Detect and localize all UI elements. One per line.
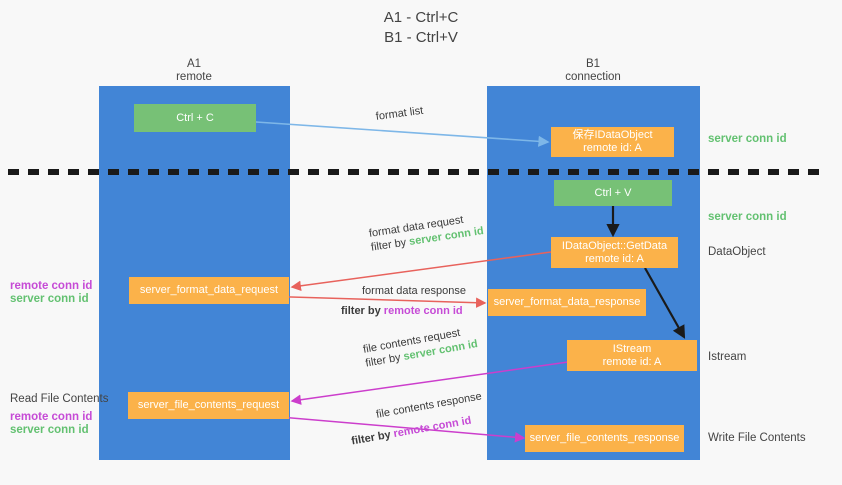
left-label-server-conn-id-1: server conn id — [10, 293, 89, 305]
right-label-istream: Istream — [708, 351, 747, 363]
node-ctrl-v[interactable]: Ctrl + V — [554, 180, 672, 206]
right-label-server-conn-id-1: server conn id — [708, 133, 787, 145]
arrow-label-format-list-text: format list — [375, 104, 424, 123]
node-ctrl-v-label: Ctrl + V — [594, 186, 632, 199]
page-title: A1 - Ctrl+C B1 - Ctrl+V — [0, 8, 842, 48]
node-idataobject-title: 保存IDataObject — [572, 129, 653, 141]
node-ctrl-c-label: Ctrl + C — [176, 111, 214, 124]
column-header-a1-sub: remote — [176, 71, 212, 83]
left-label-read-file-contents: Read File Contents — [10, 393, 109, 405]
right-label-write-file-contents: Write File Contents — [708, 432, 806, 444]
node-server-format-data-request-label: server_format_data_request — [139, 284, 279, 296]
right-label-dataobject: DataObject — [708, 246, 766, 258]
node-istream-title: IStream — [612, 342, 652, 355]
node-ctrl-c[interactable]: Ctrl + C — [134, 104, 256, 132]
column-header-b1-name: B1 — [585, 58, 601, 70]
title-line-1: A1 - Ctrl+C — [383, 9, 459, 26]
filter-prefix: filter by — [341, 305, 384, 317]
node-idataobject-getdata[interactable]: IDataObject::GetData remote id: A — [551, 237, 678, 268]
title-line-2: B1 - Ctrl+V — [384, 29, 458, 46]
arrow-label-file-contents-response-filter: filter by remote conn id — [350, 411, 486, 448]
node-server-format-data-response-label: server_format_data_response — [493, 296, 641, 308]
filter-prefix: filter by — [350, 428, 395, 448]
node-istream[interactable]: IStream remote id: A — [567, 340, 697, 371]
node-getdata-sub: remote id: A — [585, 252, 644, 265]
arrow-label-format-list: format list — [375, 104, 424, 124]
arrow-label-format-data-response: format data response filter by remote co… — [341, 284, 466, 318]
node-server-file-contents-request[interactable]: server_file_contents_request — [128, 392, 289, 419]
node-server-format-data-request[interactable]: server_format_data_request — [129, 277, 289, 304]
column-header-a1: A1 remote — [139, 58, 249, 84]
column-header-a1-name: A1 — [186, 58, 202, 70]
left-label-server-conn-id-2: server conn id — [10, 424, 89, 436]
node-idataobject-sub: remote id: A — [583, 142, 642, 154]
left-label-remote-conn-id-2: remote conn id — [10, 411, 93, 423]
filter-value-remote-conn-id: remote conn id — [392, 414, 473, 441]
arrow-label-format-data-request: format data request filter by server con… — [368, 210, 485, 255]
right-label-server-conn-id-2: server conn id — [708, 211, 787, 223]
node-server-format-data-response[interactable]: server_format_data_response — [488, 289, 646, 316]
arrow-label-file-contents-response: file contents response filter by remote … — [350, 389, 487, 447]
node-idataobject[interactable]: 保存IDataObject remote id: A — [551, 127, 674, 157]
arrow-label-file-contents-request: file contents request filter by server c… — [362, 323, 479, 370]
column-header-b1-sub: connection — [565, 71, 621, 83]
left-label-remote-conn-id-1: remote conn id — [10, 280, 93, 292]
node-getdata-title: IDataObject::GetData — [561, 239, 668, 252]
node-server-file-contents-response[interactable]: server_file_contents_response — [525, 425, 684, 452]
node-server-file-contents-request-label: server_file_contents_request — [137, 399, 280, 411]
column-header-b1: B1 connection — [538, 58, 648, 84]
filter-value-remote-conn-id: remote conn id — [383, 305, 463, 317]
node-istream-sub: remote id: A — [602, 355, 662, 368]
node-server-file-contents-response-label: server_file_contents_response — [529, 432, 680, 444]
arrow-label-format-data-response-filter: filter by remote conn id — [341, 304, 466, 318]
arrow-label-format-data-response-text: format data response — [362, 285, 466, 297]
